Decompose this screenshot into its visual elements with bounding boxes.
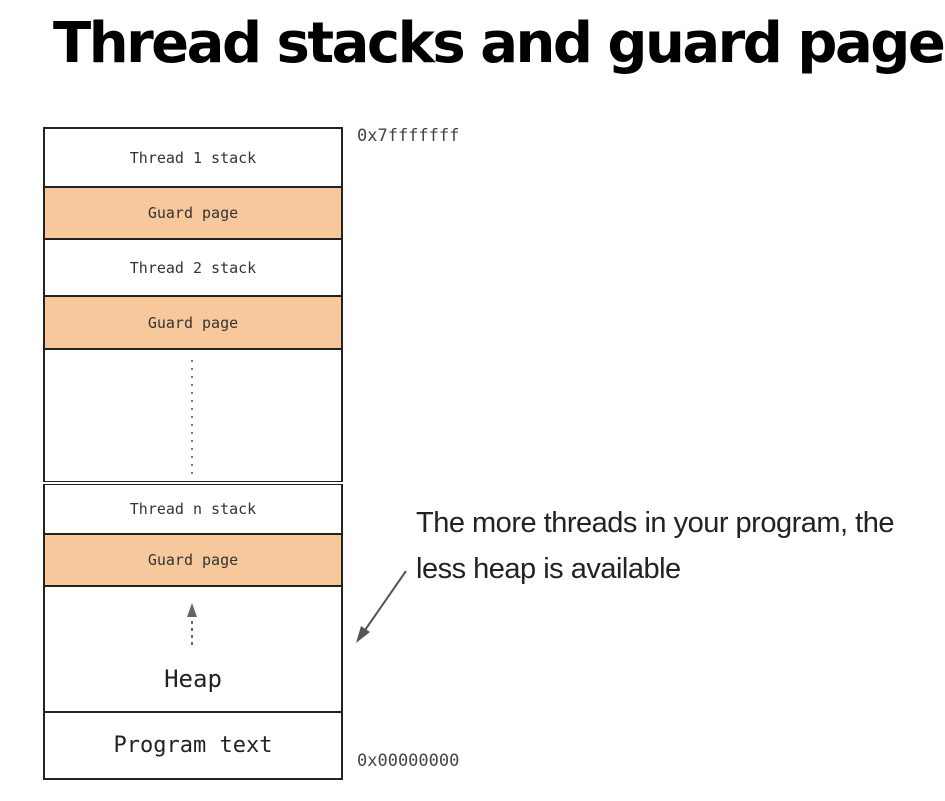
thread-1-stack-segment: Thread 1 stack [43,129,343,186]
heap-growth-arrow-head [187,603,197,617]
divider [43,186,343,188]
divider [43,533,343,535]
guard-page-n-segment: Guard page [43,535,343,585]
bottom-address-label: 0x00000000 [357,751,460,771]
thread-2-stack-label: Thread 2 stack [129,258,257,277]
annotation-arrow-head [356,626,370,643]
unused-stack-gap-segment [43,350,343,481]
divider [43,585,343,587]
thread-1-stack-label: Thread 1 stack [129,148,257,167]
thread-2-stack-segment: Thread 2 stack [43,240,343,295]
top-border [43,127,343,129]
program-text-segment: Program text [43,713,343,778]
guard-page-1-label: Guard page [147,204,239,222]
guard-page-2-segment: Guard page [43,297,343,348]
guard-page-n-label: Guard page [147,551,239,569]
memory-layout-diagram: Thread 1 stack Guard page Thread 2 stack… [43,127,343,780]
guard-page-2-label: Guard page [147,313,239,332]
annotation-arrow-shaft [362,570,407,634]
page-title: Thread stacks and guard pages [53,11,945,76]
top-address-label: 0x7fffffff [357,126,460,146]
divider [43,295,343,297]
annotation-line-1: The more threads in your program, the [416,507,894,539]
divider [43,711,343,713]
annotation-line-2: less heap is available [416,553,681,585]
divider [43,238,343,240]
heap-label: Heap [164,665,222,693]
divider [43,348,343,350]
thread-n-stack-label: Thread n stack [129,500,257,518]
double-divider [43,481,343,485]
program-text-label: Program text [113,733,273,758]
guard-page-1-segment: Guard page [43,188,343,238]
annotation-text: The more threads in your program, the le… [416,500,916,592]
thread-n-stack-segment: Thread n stack [43,485,343,533]
bottom-border [43,778,343,780]
